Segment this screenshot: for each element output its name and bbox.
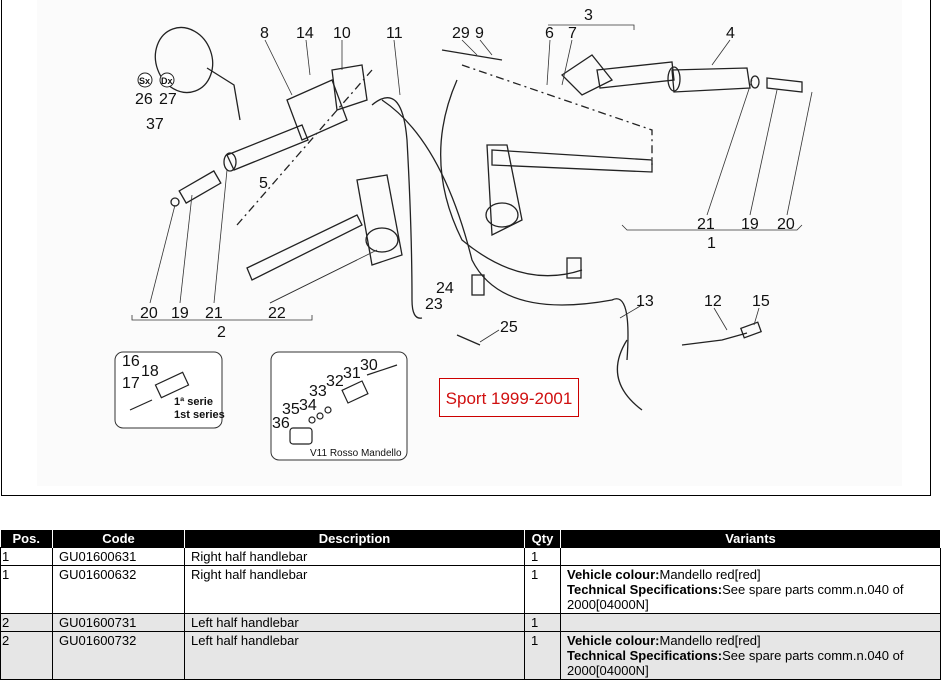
variant-colour-label: Vehicle colour:: [567, 567, 660, 582]
callout-label: 2: [217, 324, 226, 341]
header-pos: Pos.: [0, 530, 53, 548]
side-left-badge: [137, 72, 153, 88]
cell-code[interactable]: GU01600631: [52, 547, 185, 566]
callout-label: 29: [452, 25, 470, 42]
inset-series-label-en: 1st series: [174, 409, 225, 421]
callout-label: 32: [326, 373, 344, 390]
header-code: Code: [52, 530, 185, 548]
cell-description: Left half handlebar: [184, 631, 525, 680]
cell-description: Left half handlebar: [184, 613, 525, 632]
callout-label: 15: [752, 293, 770, 310]
variant-tech-label: Technical Specifications:: [567, 582, 723, 597]
header-description: Description: [184, 530, 525, 548]
callout-label: 21: [205, 305, 223, 322]
header-variants: Variants: [560, 530, 941, 548]
exploded-parts-diagram: 3 4 8 14 10 11 29 9 6 7 26 27 37 5 21 19…: [37, 0, 902, 486]
table-row[interactable]: 1 GU01600631 Right half handlebar 1: [0, 547, 941, 566]
cell-pos: 2: [0, 631, 53, 680]
cell-description: Right half handlebar: [184, 565, 525, 614]
callout-label: 17: [122, 375, 140, 392]
cell-description: Right half handlebar: [184, 547, 525, 566]
callout-label: 16: [122, 353, 140, 370]
callout-label: 3: [584, 7, 593, 24]
callout-label: 5: [259, 175, 268, 192]
callout-label: 26: [135, 91, 153, 108]
callout-label: 4: [726, 25, 735, 42]
side-right-label: Dx: [161, 76, 173, 86]
callout-label: 19: [741, 216, 759, 233]
callout-label: 27: [159, 91, 177, 108]
callout-label: 19: [171, 305, 189, 322]
variant-label: Sport 1999-2001: [439, 378, 579, 417]
table-row[interactable]: 2 GU01600732 Left half handlebar 1 Vehic…: [0, 631, 941, 680]
cell-code[interactable]: GU01600632: [52, 565, 185, 614]
variant-colour-label: Vehicle colour:: [567, 633, 660, 648]
cell-qty: 1: [524, 565, 561, 614]
variant-colour-value: Mandello red[red]: [659, 567, 761, 582]
parts-table: Pos. Code Description Qty Variants 1 GU0…: [0, 530, 941, 680]
callout-label: 22: [268, 305, 286, 322]
cell-variants: [560, 547, 941, 566]
callout-label: 13: [636, 293, 654, 310]
callout-label: 6: [545, 25, 554, 42]
inset-rosso-mandello: [270, 351, 408, 461]
variant-tech-value: See spare parts comm.n.040 of 2000[04000…: [567, 582, 904, 612]
table-row[interactable]: 1 GU01600632 Right half handlebar 1 Vehi…: [0, 565, 941, 614]
callout-label: 37: [146, 116, 164, 133]
cell-pos: 2: [0, 613, 53, 632]
callout-label: 21: [697, 216, 715, 233]
cell-qty: 1: [524, 613, 561, 632]
cell-code[interactable]: GU01600732: [52, 631, 185, 680]
callout-label: 9: [475, 25, 484, 42]
cell-qty: 1: [524, 547, 561, 566]
callout-label: 20: [140, 305, 158, 322]
cell-variants: Vehicle colour:Mandello red[red] Technic…: [560, 631, 941, 680]
cell-code[interactable]: GU01600731: [52, 613, 185, 632]
side-right-badge: [159, 72, 175, 88]
variant-tech-label: Technical Specifications:: [567, 648, 723, 663]
callout-label: 31: [343, 365, 361, 382]
cell-qty: 1: [524, 631, 561, 680]
callout-label: 10: [333, 25, 351, 42]
callout-label: 20: [777, 216, 795, 233]
callout-label: 14: [296, 25, 314, 42]
callout-label: 7: [568, 25, 577, 42]
callout-label: 33: [309, 383, 327, 400]
callout-label: 24: [436, 280, 454, 297]
inset-first-series: [114, 351, 223, 429]
callout-label: 35: [282, 401, 300, 418]
table-row[interactable]: 2 GU01600731 Left half handlebar 1: [0, 613, 941, 632]
callout-label: 25: [500, 319, 518, 336]
callout-label: 12: [704, 293, 722, 310]
table-header-row: Pos. Code Description Qty Variants: [0, 530, 941, 548]
callout-label: 11: [386, 25, 403, 42]
cell-variants: Vehicle colour:Mandello red[red] Technic…: [560, 565, 941, 614]
inset-model-label: V11 Rosso Mandello: [310, 448, 402, 459]
callout-label: 36: [272, 415, 290, 432]
cell-pos: 1: [0, 565, 53, 614]
side-left-label: Sx: [139, 76, 150, 86]
callout-label: 23: [425, 296, 443, 313]
mirror: [154, 26, 214, 94]
cell-variants: [560, 613, 941, 632]
callout-label: 1: [707, 235, 716, 252]
callout-label: 8: [260, 25, 269, 42]
cell-pos: 1: [0, 547, 53, 566]
callout-label: 30: [360, 357, 378, 374]
callout-label: 18: [141, 363, 159, 380]
exploded-diagram-frame: 3 4 8 14 10 11 29 9 6 7 26 27 37 5 21 19…: [1, 0, 931, 496]
callout-label: 34: [299, 397, 317, 414]
variant-tech-value: See spare parts comm.n.040 of 2000[04000…: [567, 648, 904, 678]
header-qty: Qty: [524, 530, 561, 548]
variant-colour-value: Mandello red[red]: [659, 633, 761, 648]
inset-series-label: 1ª serie: [174, 396, 213, 408]
